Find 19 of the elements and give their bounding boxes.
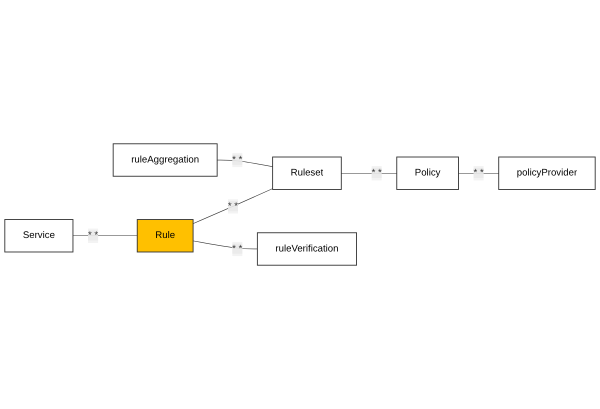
edge-label: * * bbox=[228, 200, 238, 212]
node-box: Service bbox=[4, 219, 74, 252]
node-box: Rule bbox=[136, 219, 194, 252]
node-box: Ruleset bbox=[272, 156, 342, 190]
connector bbox=[192, 240, 258, 250]
connector bbox=[192, 188, 273, 224]
edge-label: * * bbox=[232, 154, 242, 165]
edge-label: * * bbox=[232, 244, 242, 254]
node-box: policyProvider bbox=[498, 156, 596, 190]
connector bbox=[458, 172, 500, 174]
connector bbox=[72, 235, 138, 236]
edge-label: * * bbox=[474, 168, 484, 178]
node-box: ruleVerification bbox=[256, 232, 357, 266]
connector bbox=[341, 172, 398, 174]
edge-label: * * bbox=[88, 230, 98, 241]
node-box: Policy bbox=[396, 156, 459, 190]
node-box: ruleAggregation bbox=[112, 143, 218, 177]
connector bbox=[216, 160, 273, 168]
edge-label: * * bbox=[372, 168, 382, 178]
